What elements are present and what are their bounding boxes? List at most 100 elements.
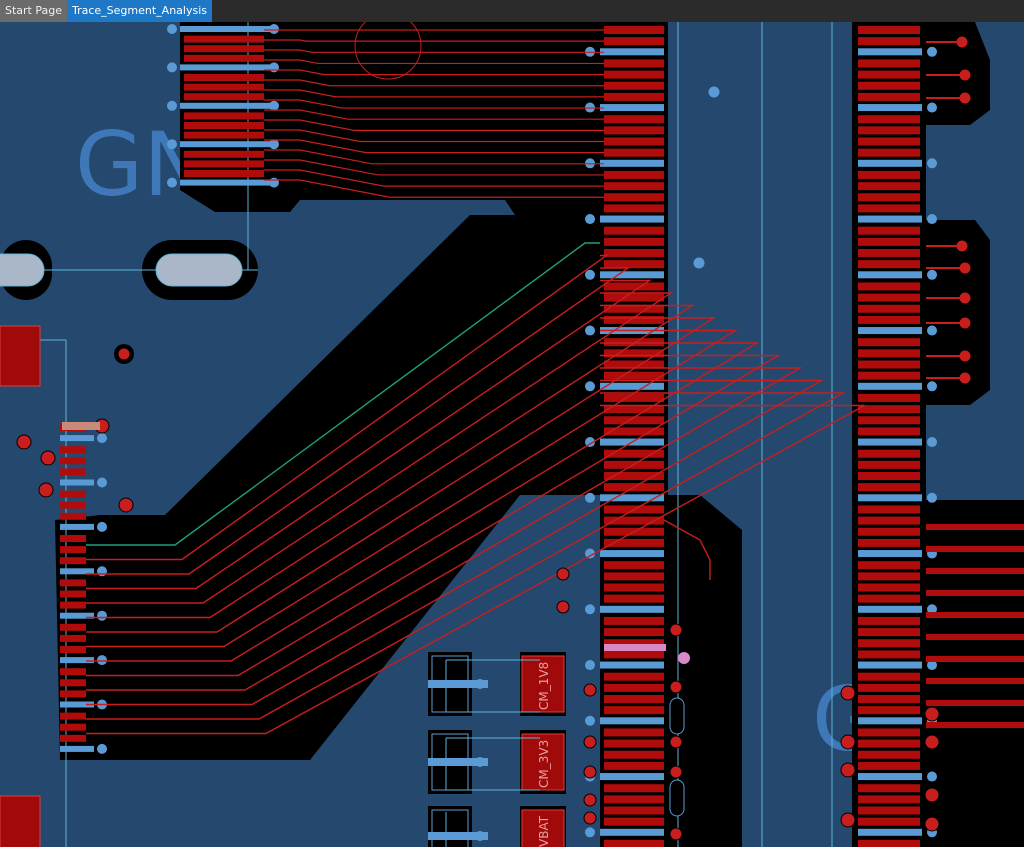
- connector-pad: [60, 479, 94, 486]
- connector-pad: [600, 661, 664, 669]
- pcb-canvas[interactable]: GN GND: [0, 22, 1024, 847]
- connector-pad: [604, 616, 664, 625]
- connector-pad: [858, 282, 920, 291]
- connector-pad: [180, 179, 270, 186]
- via: [97, 477, 107, 488]
- tab-trace-segment-analysis[interactable]: Trace_Segment_Analysis: [67, 0, 213, 22]
- connector-pad: [604, 349, 664, 358]
- connector-pad: [604, 516, 664, 525]
- via: [669, 623, 683, 637]
- connector-pad: [60, 568, 94, 575]
- connector-pad: [858, 538, 920, 547]
- connector-pad: [604, 672, 664, 681]
- via: [585, 325, 595, 336]
- connector-pad: [604, 695, 664, 703]
- connector-pad: [858, 773, 922, 781]
- via: [167, 100, 177, 111]
- connector-pad: [604, 282, 664, 291]
- via: [924, 816, 940, 832]
- connector-pad: [858, 37, 920, 46]
- trace: [264, 129, 604, 143]
- connector-pad: [60, 579, 86, 587]
- connector-pad: [184, 74, 264, 81]
- smd-pad-left-lower[interactable]: [0, 795, 41, 847]
- connector-pad: [604, 293, 664, 302]
- connector-pad: [604, 750, 664, 759]
- connector-pad: [858, 81, 920, 90]
- connector-top-left: [167, 24, 279, 188]
- connector-pad: [604, 182, 664, 191]
- connector-pad: [858, 304, 920, 313]
- connector-pad: [858, 182, 920, 191]
- connector-pad: [858, 650, 920, 659]
- pad-cm-3v3[interactable]: [521, 733, 565, 791]
- trace: [926, 568, 1024, 574]
- cap-3[interactable]: [431, 809, 469, 847]
- via: [585, 381, 595, 392]
- via: [840, 685, 856, 701]
- trace: [926, 546, 1024, 552]
- smd-pad-left-upper[interactable]: [0, 325, 41, 387]
- via: [556, 567, 570, 581]
- via: [38, 482, 54, 498]
- via-pour-1[interactable]: [707, 85, 721, 99]
- via: [924, 734, 940, 750]
- via-red-isolated[interactable]: [117, 347, 131, 361]
- connector-pad: [604, 37, 664, 46]
- connector-pad: [604, 706, 664, 715]
- connector-pad: [604, 92, 664, 101]
- via-slot: [669, 779, 685, 817]
- connector-pad: [604, 806, 664, 815]
- mounting-slot-center[interactable]: [155, 253, 243, 287]
- trace: [264, 179, 604, 198]
- connector-pad: [858, 204, 920, 213]
- trace: [264, 89, 604, 98]
- via: [269, 100, 279, 111]
- via: [167, 24, 177, 34]
- via: [669, 680, 683, 694]
- connector-pad: [184, 93, 264, 101]
- trace: [86, 342, 760, 662]
- via-pour-2[interactable]: [692, 256, 706, 270]
- connector-pad: [600, 48, 664, 56]
- tab-start-page[interactable]: Start Page: [0, 0, 67, 22]
- connector-pad: [858, 70, 920, 79]
- connector-pad: [604, 115, 664, 124]
- connector-pad: [604, 427, 664, 436]
- pad-cm-1v8[interactable]: [521, 655, 565, 713]
- mounting-slot-left[interactable]: [0, 253, 45, 287]
- pcb-layout-view[interactable]: GN GND: [0, 22, 1024, 847]
- connector-pad: [858, 393, 920, 402]
- via: [585, 214, 595, 225]
- connector-pad: [604, 315, 664, 324]
- connector-pad: [60, 712, 86, 720]
- via: [97, 433, 107, 444]
- connector-pad: [184, 150, 264, 158]
- via: [585, 604, 595, 615]
- connector-pad: [604, 728, 664, 737]
- trace: [86, 329, 738, 648]
- connector-pad: [604, 193, 664, 202]
- connector-pad: [604, 237, 664, 246]
- connector-pad: [600, 550, 664, 558]
- via: [927, 604, 937, 615]
- connector-pad: [858, 828, 922, 836]
- connector-pad: [604, 70, 664, 79]
- trace: [264, 139, 604, 154]
- via: [927, 381, 937, 392]
- connector-pad: [604, 739, 664, 748]
- connector-pad: [604, 260, 664, 269]
- connector-pad: [858, 405, 920, 414]
- via: [97, 655, 107, 666]
- connector-pad: [604, 81, 664, 90]
- trace: [926, 700, 1024, 706]
- connector-pad: [60, 546, 86, 554]
- connector-pad: [858, 839, 920, 847]
- connector-pad: [858, 717, 922, 725]
- connector-pad: [604, 59, 664, 68]
- highlight-via: [678, 652, 690, 664]
- connector-pad: [858, 739, 920, 748]
- pad-vbat[interactable]: [521, 809, 565, 847]
- connector-left: [16, 418, 134, 754]
- connector-pad: [600, 773, 664, 781]
